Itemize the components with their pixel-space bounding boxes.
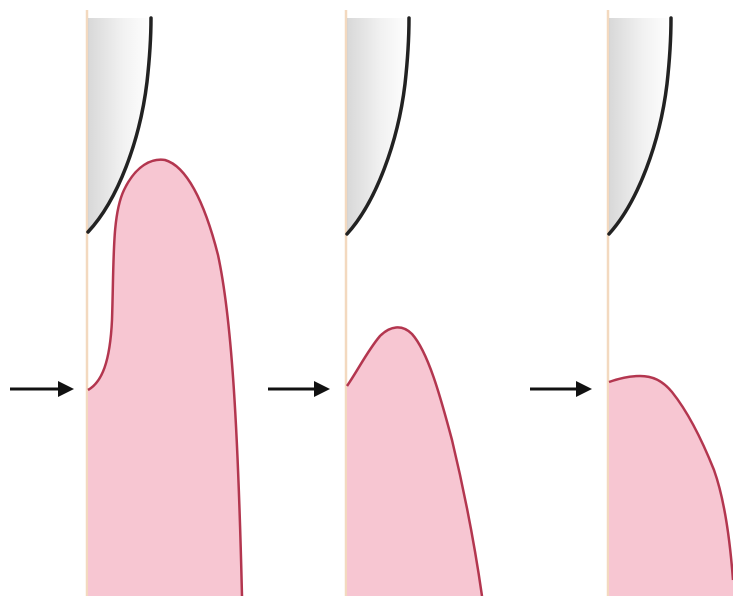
panel-1 — [10, 10, 242, 596]
gingival-tissue — [88, 160, 242, 596]
panel-2 — [268, 10, 482, 596]
crown-shadow — [609, 18, 671, 234]
panel-3 — [530, 10, 733, 596]
gingival-tissue — [347, 327, 482, 596]
arrow-right-icon — [530, 381, 592, 397]
arrow-right-icon — [268, 381, 330, 397]
crown-shadow — [347, 18, 409, 234]
gingival-tissue — [609, 376, 733, 596]
arrow-right-icon — [10, 381, 74, 397]
